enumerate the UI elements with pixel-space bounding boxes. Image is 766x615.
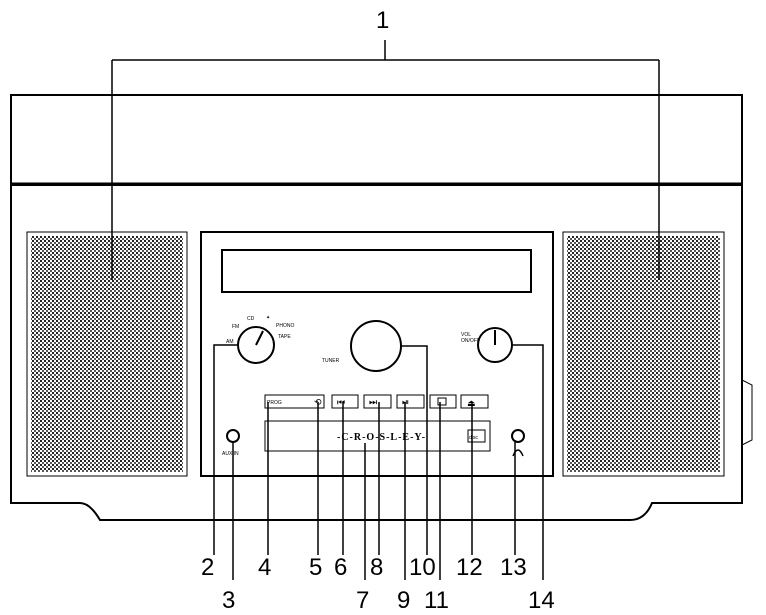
callout-2: 2 bbox=[201, 554, 214, 581]
skip-forward-button[interactable] bbox=[363, 394, 392, 409]
disc-logo: disc bbox=[469, 435, 478, 441]
skip-back-icon: ⏮ bbox=[337, 398, 345, 408]
tuner-knob[interactable] bbox=[350, 320, 402, 372]
aux-in-jack[interactable] bbox=[226, 429, 240, 443]
left-speaker-grille bbox=[31, 236, 183, 472]
callout-10: 10 bbox=[409, 554, 436, 581]
callout-6: 6 bbox=[334, 554, 347, 581]
play-pause-button[interactable] bbox=[396, 394, 425, 409]
function-selector-indicator bbox=[255, 330, 264, 346]
callout-5: 5 bbox=[309, 554, 322, 581]
skip-back-button[interactable] bbox=[331, 394, 359, 409]
callout-12: 12 bbox=[456, 554, 483, 581]
label-vol: VOL bbox=[461, 332, 471, 338]
label-am: AM bbox=[226, 339, 234, 345]
side-knob bbox=[741, 379, 753, 446]
display-window bbox=[221, 249, 532, 293]
label-cd: CD bbox=[247, 316, 255, 322]
headphone-icon bbox=[512, 449, 524, 457]
cabinet-body bbox=[10, 185, 743, 521]
control-panel bbox=[200, 231, 554, 477]
prog-button[interactable] bbox=[264, 394, 325, 409]
left-speaker-frame bbox=[26, 231, 188, 477]
callout-7: 7 bbox=[356, 587, 369, 614]
callout-4: 4 bbox=[258, 554, 271, 581]
label-tuner: TUNER bbox=[322, 358, 340, 364]
callout-1: 1 bbox=[376, 7, 389, 34]
cd-slot[interactable] bbox=[264, 420, 491, 452]
callout-9: 9 bbox=[397, 587, 410, 614]
label-prog: PROG bbox=[267, 400, 282, 406]
lid bbox=[10, 94, 743, 186]
label-on-off: ON/OFF bbox=[461, 338, 480, 344]
leader-lines bbox=[111, 40, 660, 580]
stop-button[interactable] bbox=[429, 394, 457, 409]
skip-forward-icon: ⏭ bbox=[369, 398, 377, 408]
callout-8: 8 bbox=[370, 554, 383, 581]
right-speaker-frame bbox=[562, 231, 725, 477]
headphone-jack[interactable] bbox=[511, 429, 525, 443]
callout-14: 14 bbox=[528, 587, 555, 614]
label-tape: TAPE bbox=[278, 334, 291, 340]
callout-13: 13 bbox=[500, 554, 527, 581]
label-aux-in: AUX IN bbox=[222, 451, 239, 457]
eject-button[interactable] bbox=[460, 394, 489, 409]
callout-3: 3 bbox=[222, 587, 235, 614]
label-fm: FM bbox=[232, 324, 239, 330]
callout-11: 11 bbox=[424, 587, 449, 614]
brand-logo: -C-R-O-S-L-E-Y- bbox=[337, 432, 426, 443]
label-phono: PHONO bbox=[276, 323, 294, 329]
right-speaker-grille bbox=[567, 236, 720, 472]
stop-icon bbox=[437, 397, 447, 406]
bluetooth-icon: ✦ bbox=[266, 315, 270, 321]
